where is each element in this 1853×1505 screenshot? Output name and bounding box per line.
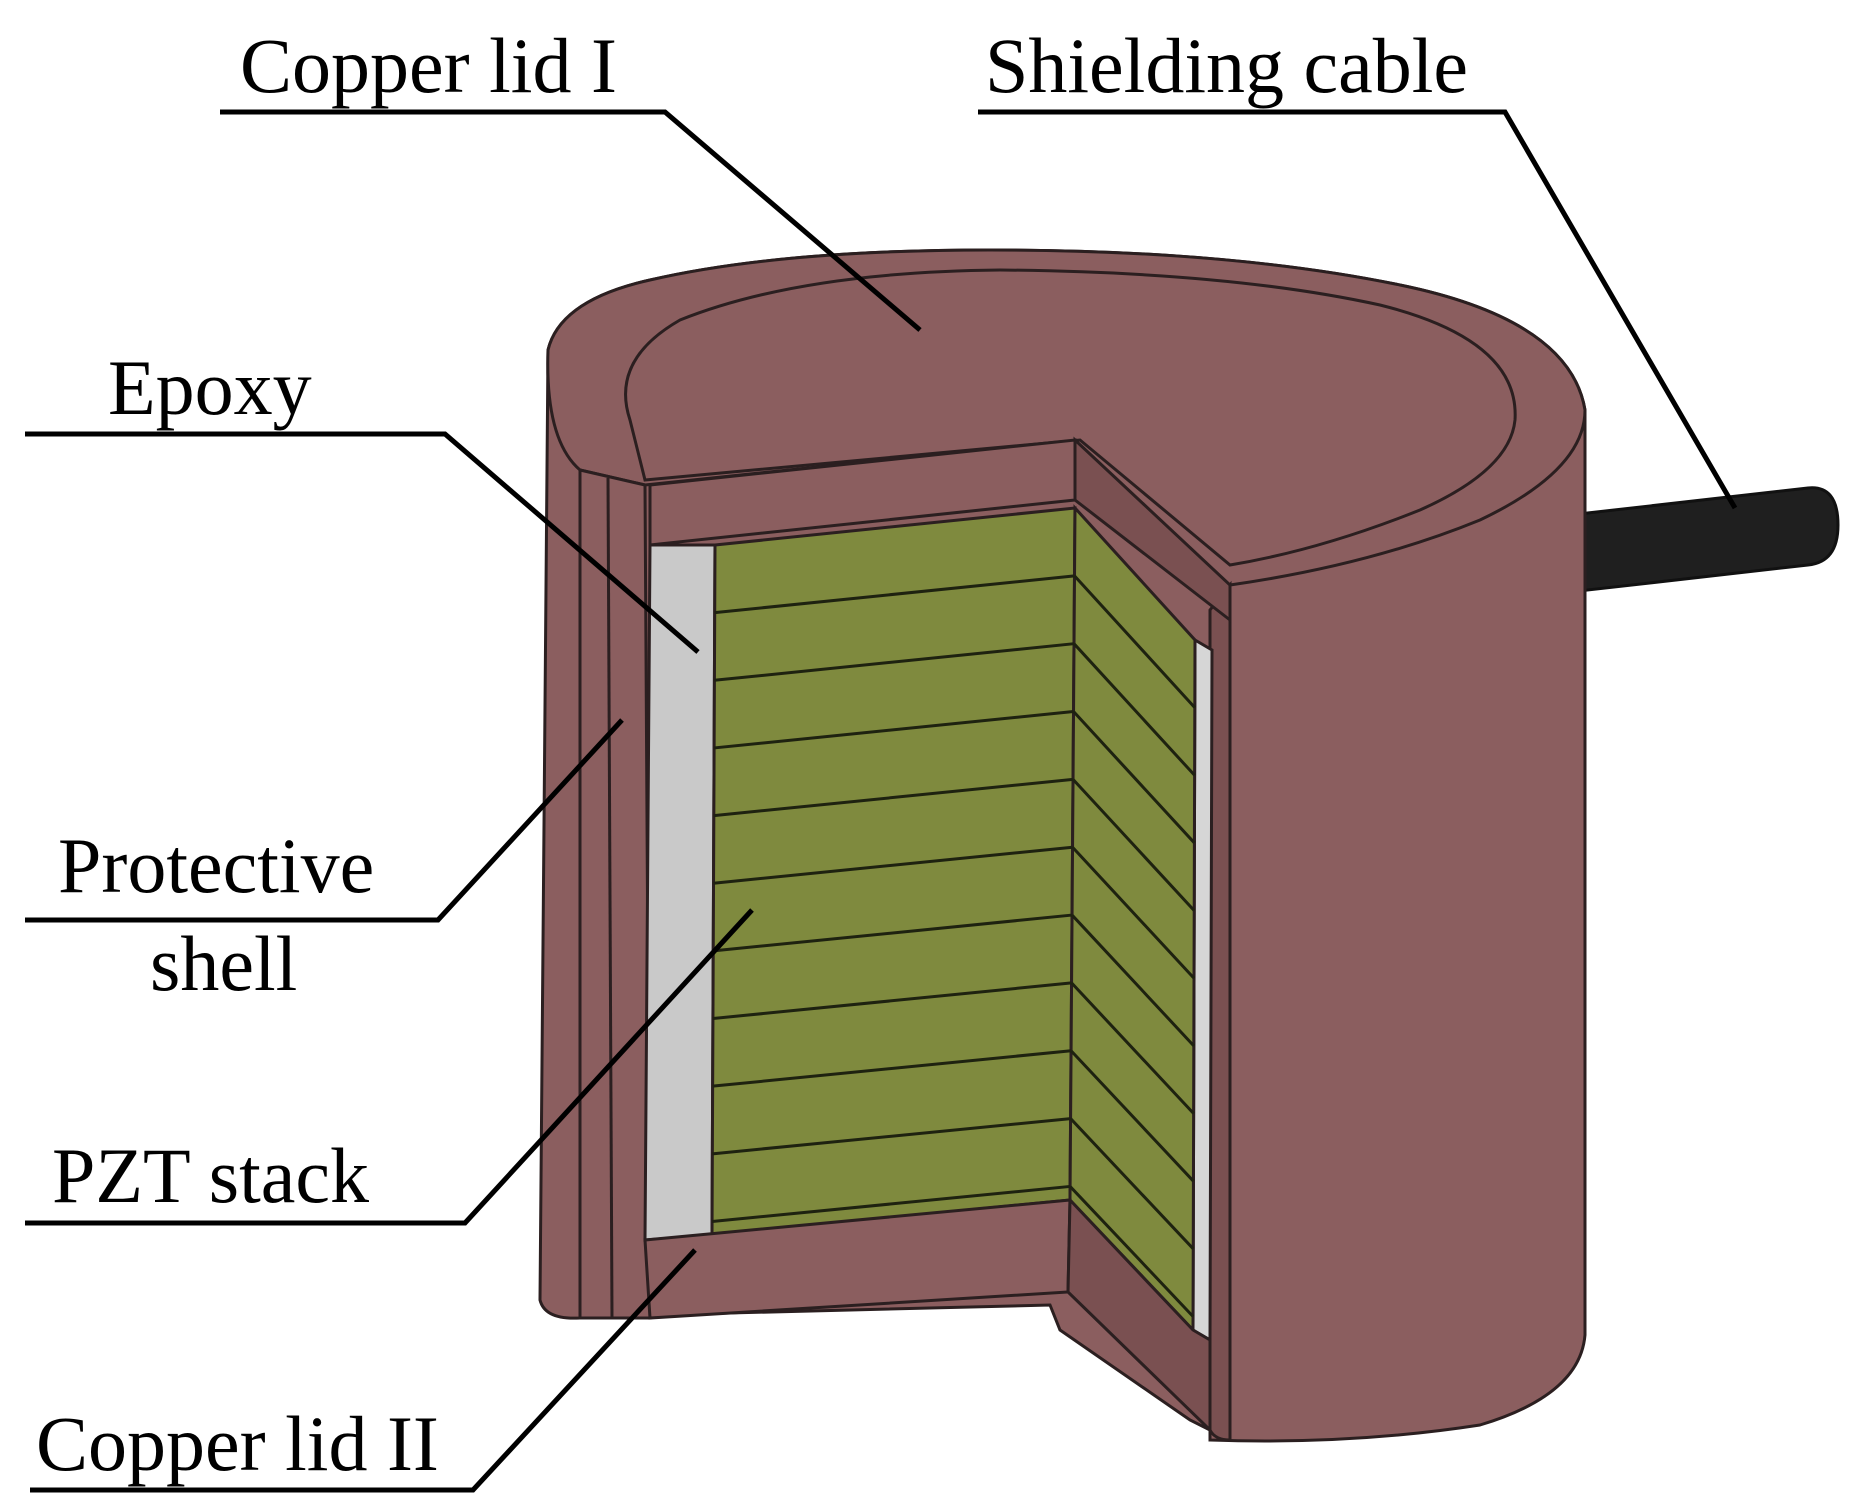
pzt-layer-line-side bbox=[1069, 1049, 1195, 1183]
shielding-cable bbox=[1568, 486, 1840, 594]
label-protective-shell-2: shell bbox=[150, 920, 297, 1007]
pzt-layer-line-front bbox=[712, 1049, 1072, 1088]
pzt-layer-line-side bbox=[1070, 981, 1195, 1115]
label-epoxy: Epoxy bbox=[108, 344, 312, 431]
pzt-layer-line-side bbox=[1071, 846, 1196, 980]
pzt-layer-line-side bbox=[1070, 914, 1195, 1047]
pzt-layer-line-front bbox=[713, 913, 1073, 953]
pzt-layer-line-side bbox=[1072, 710, 1196, 844]
pzt-layer-line-side bbox=[1071, 778, 1196, 912]
leader-epoxy bbox=[25, 431, 700, 654]
pzt-layer-line-front bbox=[713, 845, 1073, 885]
label-pzt-stack: PZT stack bbox=[52, 1132, 369, 1219]
label-copper-lid-2: Copper lid II bbox=[36, 1400, 439, 1487]
pzt-layer-lines bbox=[711, 574, 1196, 1318]
epoxy-left bbox=[643, 543, 717, 1242]
pzt-layer-line-front bbox=[714, 642, 1075, 682]
pzt-layer-line-front bbox=[712, 981, 1072, 1021]
leader-shielding-cable bbox=[978, 109, 1738, 510]
pzt-layer-line-front bbox=[713, 710, 1074, 750]
pzt-layer-line-front bbox=[711, 1184, 1071, 1223]
cutaway-interior bbox=[643, 436, 1232, 1434]
labels: Copper lid I Shielding cable Epoxy Prote… bbox=[36, 22, 1468, 1487]
pzt-layer-line-side bbox=[1072, 642, 1196, 777]
label-shielding-cable: Shielding cable bbox=[985, 22, 1468, 109]
pzt-layer-line-side bbox=[1069, 1117, 1195, 1250]
leader-protective-shell bbox=[25, 718, 624, 923]
leader-copper-lid-2 bbox=[30, 1248, 697, 1493]
pzt-layer-line-side bbox=[1073, 574, 1196, 709]
copper-lid-1 bbox=[624, 268, 1517, 567]
pzt-layer-line-front bbox=[713, 777, 1074, 818]
leader-pzt-stack bbox=[25, 908, 754, 1226]
pzt-stack-front bbox=[710, 506, 1077, 1237]
leader-lines bbox=[25, 109, 1738, 1493]
label-protective-shell-1: Protective bbox=[58, 822, 374, 909]
pzt-layer-line-side bbox=[1069, 1185, 1195, 1318]
label-copper-lid-1: Copper lid I bbox=[240, 22, 617, 109]
leader-copper-lid-1 bbox=[220, 109, 922, 332]
pzt-layer-line-front bbox=[714, 574, 1075, 615]
pzt-layer-line-front bbox=[712, 1117, 1071, 1156]
